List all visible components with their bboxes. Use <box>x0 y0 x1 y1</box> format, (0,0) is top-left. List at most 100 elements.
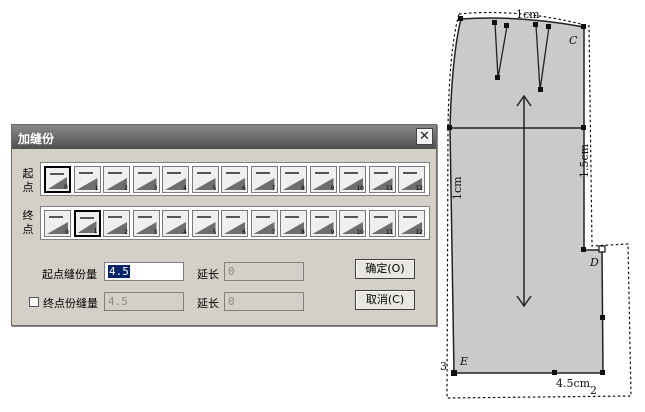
start-corner-type-0[interactable]: 0 <box>44 166 71 193</box>
corner-type-number: 4 <box>183 185 187 192</box>
label-point-c: C <box>569 34 578 47</box>
seam-line-icon <box>255 172 270 174</box>
end-corner-type-0[interactable]: 0 <box>44 210 71 237</box>
corner-type-number: 9 <box>330 229 335 236</box>
end-seam-input[interactable]: 4.5 <box>104 292 184 311</box>
cancel-button[interactable]: 取消(C) <box>355 290 415 310</box>
seam-line-icon <box>196 172 211 174</box>
corner-type-number: 4 <box>183 229 187 236</box>
end-corner-type-12[interactable]: 12 <box>398 210 425 237</box>
corner-type-number: 6 <box>242 185 246 192</box>
corner-type-number: 3 <box>153 185 158 192</box>
end-corner-type-4[interactable]: 4 <box>162 210 189 237</box>
seam-line-icon <box>108 172 122 174</box>
seam-line-icon <box>403 216 417 218</box>
corner-type-number: 5 <box>212 185 217 192</box>
end-corner-type-11[interactable]: 11 <box>368 210 396 237</box>
start-corner-type-12[interactable]: 12 <box>398 166 425 193</box>
corner-type-number: 8 <box>301 229 305 236</box>
label-corner-3: 3 <box>440 360 447 373</box>
start-seam-label: 起点缝份量 <box>42 268 97 281</box>
end-extend-label: 延长 <box>197 297 219 310</box>
corner-type-number: 6 <box>242 229 246 236</box>
ok-button[interactable]: 确定(O) <box>355 259 415 279</box>
end-corner-type-3[interactable]: 3 <box>132 210 160 237</box>
seam-line-icon <box>167 216 181 218</box>
end-corner-type-7[interactable]: 7 <box>250 210 278 237</box>
start-corner-type-7[interactable]: 7 <box>250 166 278 193</box>
corner-type-number: 12 <box>415 229 423 236</box>
start-seam-value: 4.5 <box>108 265 130 278</box>
start-corner-type-11[interactable]: 11 <box>368 166 396 193</box>
seam-line-icon <box>137 216 152 218</box>
start-extend-input[interactable]: 0 <box>224 262 304 281</box>
seam-line-icon <box>344 216 358 218</box>
end-corner-type-9[interactable]: 9 <box>309 210 337 237</box>
start-corner-type-10[interactable]: 10 <box>339 166 366 193</box>
close-button[interactable]: ✕ <box>416 128 433 145</box>
start-corner-type-9[interactable]: 9 <box>309 166 337 193</box>
dialog-titlebar[interactable]: 加缝份 ✕ <box>12 125 436 149</box>
end-corner-type-5[interactable]: 5 <box>191 210 219 237</box>
label-corner-2: 2 <box>590 384 597 397</box>
corner-type-number: 7 <box>271 229 276 236</box>
end-row-label: 终点 <box>22 209 34 236</box>
start-corner-type-6[interactable]: 6 <box>221 166 248 193</box>
corner-type-number: 8 <box>301 185 305 192</box>
corner-type-number: 3 <box>153 229 158 236</box>
start-corner-type-8[interactable]: 8 <box>280 166 307 193</box>
seam-line-icon <box>285 172 299 174</box>
label-point-e: E <box>460 355 469 368</box>
seam-line-icon <box>314 216 329 218</box>
seam-line-icon <box>226 216 240 218</box>
label-top-1cm: 1cm <box>516 8 540 21</box>
seam-line-icon <box>78 172 93 174</box>
start-corner-type-3[interactable]: 3 <box>132 166 160 193</box>
end-extend-input[interactable]: 0 <box>224 292 304 311</box>
start-seam-input[interactable]: 4.5 <box>104 262 184 281</box>
seam-line-icon <box>226 172 240 174</box>
start-corner-type-1[interactable]: 1 <box>73 166 101 193</box>
end-seam-checkbox[interactable] <box>29 297 39 307</box>
label-right-1-5cm: 1.5cm <box>578 143 591 178</box>
seam-line-icon <box>137 172 152 174</box>
corner-type-number: 1 <box>93 228 98 235</box>
corner-type-number: 10 <box>356 185 364 192</box>
corner-type-number: 5 <box>212 229 217 236</box>
close-icon: ✕ <box>419 129 430 144</box>
end-seam-checkbox-label[interactable]: 终点份缝量 <box>43 297 98 310</box>
pattern-piece <box>449 17 604 374</box>
corner-type-number: 11 <box>385 229 394 236</box>
start-corner-type-2[interactable]: 2 <box>103 166 130 193</box>
seam-line-icon <box>255 216 270 218</box>
end-corner-type-8[interactable]: 8 <box>280 210 307 237</box>
seam-line-icon <box>373 216 388 218</box>
start-corner-type-4[interactable]: 4 <box>162 166 189 193</box>
seam-line-icon <box>403 172 417 174</box>
end-corner-type-6[interactable]: 6 <box>221 210 248 237</box>
seam-line-icon <box>108 216 122 218</box>
seam-allowance-outline <box>446 11 632 399</box>
seam-line-icon <box>314 172 329 174</box>
corner-type-number: 0 <box>64 184 68 191</box>
corner-type-number: 9 <box>330 185 335 192</box>
corner-type-number: 10 <box>356 229 364 236</box>
seam-line-icon <box>196 216 211 218</box>
dialog-title: 加缝份 <box>18 132 55 146</box>
grainline-arrow-bottom <box>516 295 532 308</box>
corner-type-number: 11 <box>385 185 394 192</box>
end-corner-type-10[interactable]: 10 <box>339 210 366 237</box>
start-corner-type-5[interactable]: 5 <box>191 166 219 193</box>
seam-line-icon <box>49 216 63 218</box>
end-corner-type-1[interactable]: 1 <box>73 210 101 237</box>
corner-type-number: 7 <box>271 185 276 192</box>
end-corner-type-2[interactable]: 2 <box>103 210 130 237</box>
label-left-1cm: 1cm <box>451 176 464 200</box>
seam-line-icon <box>50 173 64 175</box>
control-points <box>447 16 606 376</box>
corner-type-number: 0 <box>65 229 69 236</box>
